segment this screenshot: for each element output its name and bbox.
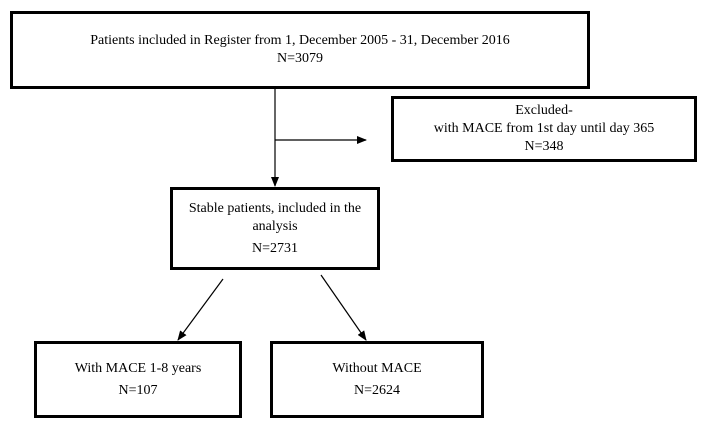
arrow-stable-to-without-mace [320,274,367,341]
excluded-title: Excluded- [515,103,573,118]
with-mace-count: N=107 [118,382,158,398]
without-mace-label: Without MACE [332,360,422,376]
stable-count: N=2731 [251,240,298,256]
excluded-count: N=348 [524,139,564,154]
stable-label-line1: Stable patients, included in the [188,200,362,216]
with-mace-label: With MACE 1-8 years [74,360,202,376]
register-count: N=3079 [276,51,323,66]
excluded-box: Excluded- with MACE from 1st day until d… [391,96,697,162]
register-box: Patients included in Register from 1, De… [10,11,590,89]
stable-patients-box: Stable patients, included in the analysi… [170,187,380,270]
stable-label-line2: analysis [252,218,298,234]
register-label: Patients included in Register from 1, De… [90,33,510,48]
with-mace-box: With MACE 1-8 years N=107 [34,341,242,418]
without-mace-count: N=2624 [353,382,400,398]
excluded-criteria: with MACE from 1st day until day 365 [433,121,655,136]
without-mace-box: Without MACE N=2624 [270,341,484,418]
arrow-stable-to-with-mace [177,278,224,341]
